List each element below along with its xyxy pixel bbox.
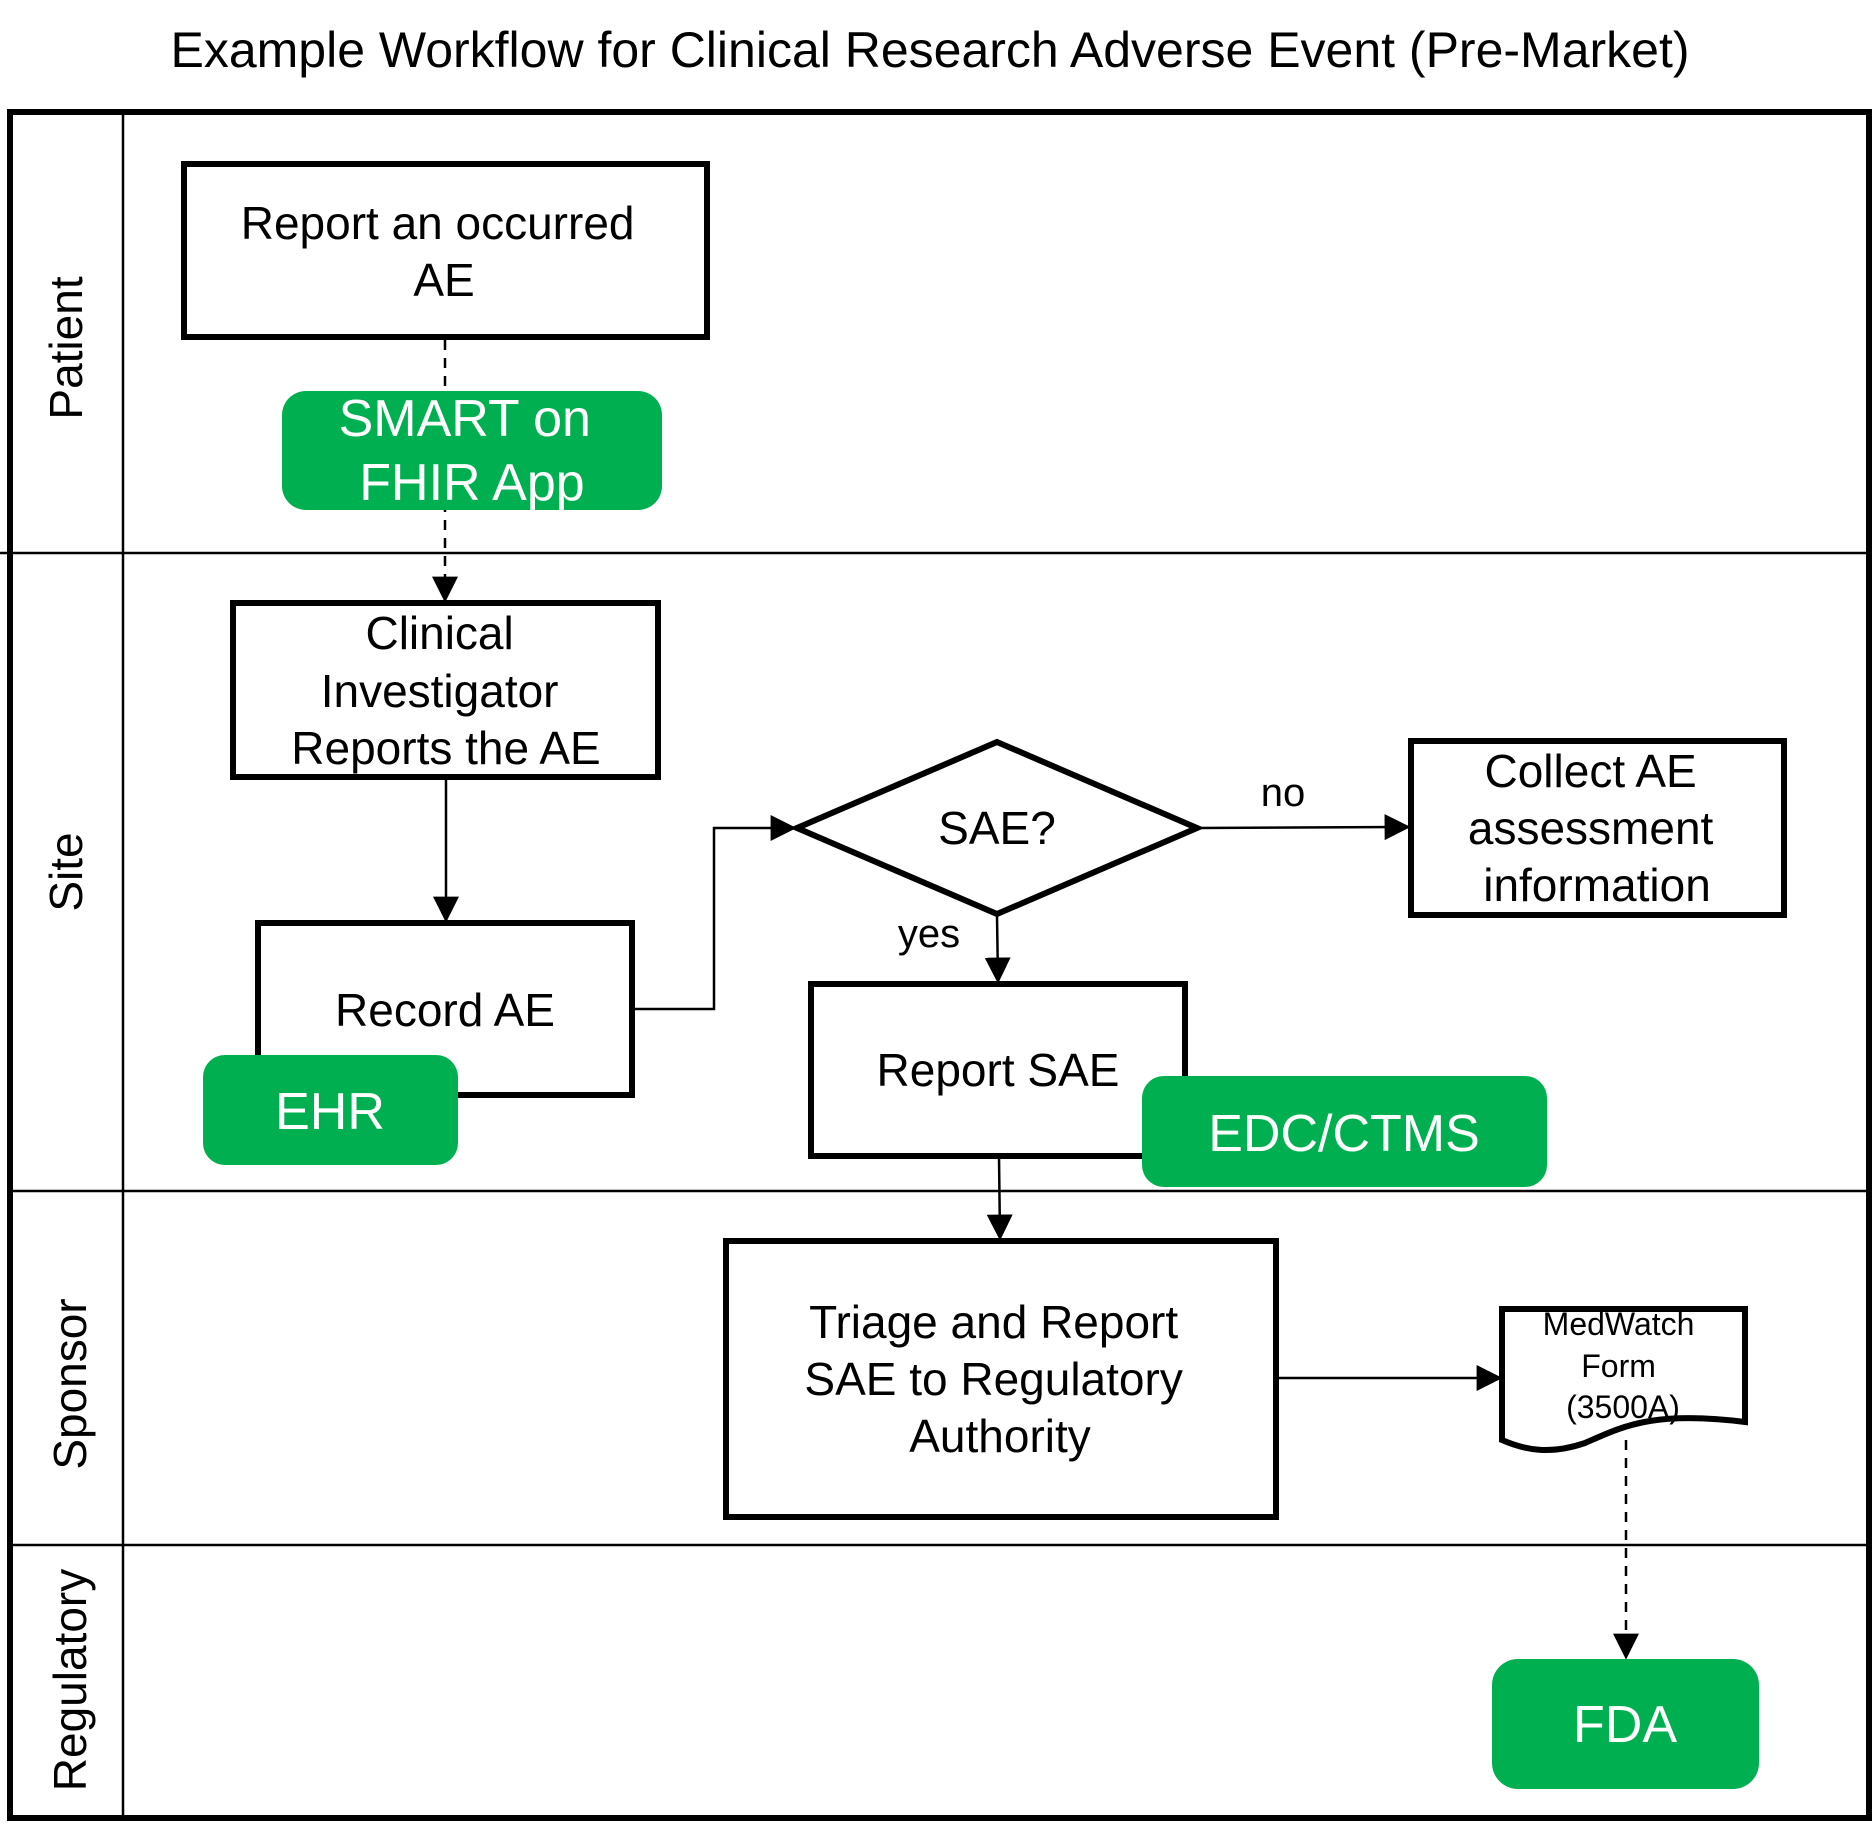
node-medwatch-line-1: MedWatch — [1543, 1306, 1695, 1342]
node-report-sae-label: Report SAE — [877, 1044, 1120, 1096]
lane-label-regulatory: Regulatory — [44, 1569, 96, 1791]
node-triage-line-2: SAE to Regulatory — [804, 1353, 1182, 1405]
tag-ehr-label: EHR — [275, 1083, 385, 1141]
tag-fda-label: FDA — [1573, 1696, 1677, 1754]
svg-text:Triage and Report SAE to: Triage and Report SAE to Regulatory Auth… — [804, 1296, 1195, 1462]
svg-text:Clinical Investigator: Clinical Investigator Reports the AE — [291, 607, 600, 774]
lane-label-patient: Patient — [40, 276, 92, 419]
svg-text:SMART on FHIR App: SMART on FHIR App — [339, 390, 606, 512]
node-collect-ae-line-2: assessment — [1468, 802, 1714, 854]
node-collect-ae: Collect AE assessment information — [1408, 738, 1787, 918]
node-collect-ae-line-1: Collect AE — [1485, 745, 1697, 797]
connector-sae-no — [1197, 814, 1411, 841]
node-investigator-line-3: Reports the AE — [291, 722, 600, 774]
node-medwatch-line-2: Form — [1581, 1348, 1656, 1384]
node-triage: Triage and Report SAE to Regulatory Auth… — [723, 1238, 1279, 1520]
node-triage-line-3: Authority — [909, 1410, 1091, 1462]
node-report-ae: Report an occurred AE — [181, 161, 710, 340]
node-report-sae: Report SAE — [808, 981, 1188, 1159]
node-medwatch-form: MedWatch Form (3500A) — [1499, 1306, 1748, 1454]
lane-label-site: Site — [40, 832, 92, 911]
node-triage-line-1: Triage and Report — [809, 1296, 1178, 1348]
connector-record-to-sae — [634, 815, 797, 1011]
svg-text:MedWatch Form (350: MedWatch Form (3500A) — [1543, 1306, 1704, 1425]
node-sae-decision-label: SAE? — [938, 802, 1056, 854]
tag-ehr: EHR — [203, 1055, 458, 1165]
lane-label-sponsor: Sponsor — [44, 1298, 96, 1469]
node-collect-ae-line-3: information — [1483, 859, 1711, 911]
connector-sae-yes — [984, 915, 1011, 984]
svg-text:Collect AE assessment: Collect AE assessment information — [1468, 745, 1726, 911]
node-investigator-line-1: Clinical — [365, 607, 513, 659]
tag-smart-line-2: FHIR App — [359, 454, 584, 512]
diagram-title: Example Workflow for Clinical Research A… — [170, 22, 1689, 78]
connector-reportsae-to-triage — [986, 1156, 1013, 1241]
edge-label-yes: yes — [898, 912, 960, 956]
node-clinical-investigator: Clinical Investigator Reports the AE — [230, 600, 661, 780]
document-icon — [1499, 1306, 1748, 1454]
tag-edc-ctms: EDC/CTMS — [1142, 1076, 1547, 1187]
tag-edc-ctms-label: EDC/CTMS — [1208, 1105, 1480, 1163]
swimlane-frame — [7, 109, 1872, 1821]
node-record-ae-label: Record AE — [335, 984, 555, 1036]
node-medwatch-line-3: (3500A) — [1566, 1389, 1680, 1425]
edge-label-no: no — [1261, 771, 1306, 815]
node-report-ae-line-1: Report an occurred — [241, 197, 635, 249]
tag-smart-on-fhir-app: SMART on FHIR App — [282, 390, 662, 512]
tag-smart-line-1: SMART on — [339, 390, 591, 448]
node-investigator-line-2: Investigator — [321, 665, 559, 717]
node-report-ae-line-2: AE — [413, 254, 474, 306]
svg-text:Report an occurred AE: Report an occurred AE — [241, 197, 648, 306]
tag-fda: FDA — [1492, 1659, 1759, 1789]
node-sae-decision: SAE? — [789, 738, 1205, 918]
